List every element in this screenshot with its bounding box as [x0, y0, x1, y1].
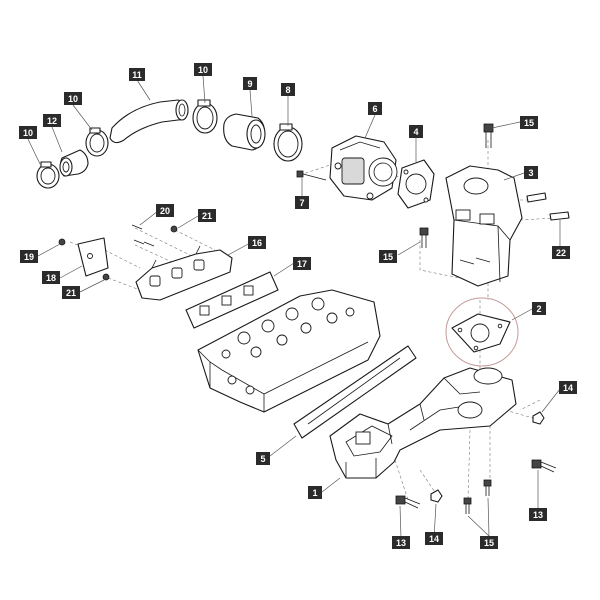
tag-label: 2 — [536, 304, 541, 314]
tag-label: 12 — [47, 116, 57, 126]
tag-15c: 15 — [480, 536, 498, 549]
bolt-part-13-right — [531, 459, 557, 473]
head-gasket-part-5 — [293, 345, 417, 439]
tag-10b: 10 — [64, 92, 82, 105]
sleeve-part-12 — [59, 149, 89, 177]
nut-part-21-lower — [102, 273, 110, 281]
tag-label: 15 — [484, 538, 494, 548]
tag-label: 21 — [202, 211, 212, 221]
tag-14a: 14 — [559, 381, 577, 394]
tag-label: 6 — [372, 104, 377, 114]
tag-4: 4 — [409, 125, 423, 138]
tag-18: 18 — [42, 271, 60, 284]
tag-10a: 10 — [194, 63, 212, 76]
bracket-part-3 — [445, 165, 523, 287]
nut-part-14-bottom — [430, 489, 443, 503]
studs-part-22 — [526, 192, 570, 221]
intake-manifold-part-1 — [329, 367, 517, 479]
tag-label: 10 — [198, 65, 208, 75]
tag-9: 9 — [243, 77, 257, 90]
exhaust-manifold-part-16 — [135, 245, 233, 301]
tag-13a: 13 — [392, 536, 410, 549]
tag-label: 7 — [299, 198, 304, 208]
tag-13b: 13 — [529, 508, 547, 521]
tag-label: 1 — [312, 488, 317, 498]
tag-label: 18 — [46, 273, 56, 283]
studs-part-20 — [131, 224, 155, 247]
bolt-part-13-bottom — [395, 495, 421, 509]
bolt-part-15-middle — [419, 227, 429, 248]
tag-label: 14 — [429, 534, 439, 544]
tag-21a: 21 — [198, 209, 216, 222]
tag-label: 5 — [260, 454, 265, 464]
tag-label: 9 — [247, 79, 252, 89]
tag-label: 13 — [533, 510, 543, 520]
tag-5: 5 — [256, 452, 270, 465]
tag-8: 8 — [281, 83, 295, 96]
gasket-part-2 — [445, 297, 519, 367]
tag-6: 6 — [368, 102, 382, 115]
throttle-body-part-6 — [329, 135, 398, 201]
tag-label: 21 — [66, 288, 76, 298]
bolt-part-15-top — [483, 123, 494, 148]
tag-label: 15 — [524, 118, 534, 128]
tag-label: 20 — [160, 206, 170, 216]
nut-part-21-upper — [170, 225, 178, 233]
tag-label: 14 — [563, 383, 573, 393]
tag-label: 10 — [68, 94, 78, 104]
tag-20: 20 — [156, 204, 174, 217]
tag-label: 4 — [413, 127, 418, 137]
tag-17: 17 — [293, 257, 311, 270]
nut-part-14-right — [532, 411, 545, 425]
clamp-part-8 — [273, 123, 303, 162]
tag-3: 3 — [524, 166, 538, 179]
tag-label: 15 — [383, 252, 393, 262]
tag-16: 16 — [248, 236, 266, 249]
tag-22: 22 — [552, 246, 570, 259]
tag-label: 11 — [132, 70, 142, 80]
hose-part-11 — [109, 99, 189, 144]
clamp-part-10-left — [36, 161, 60, 189]
cylinder-head — [197, 289, 381, 413]
tag-10c: 10 — [19, 126, 37, 139]
tag-label: 17 — [297, 259, 307, 269]
manifold-gasket-part-17 — [185, 271, 279, 329]
tag-15b: 15 — [379, 250, 397, 263]
clamp-part-10-top — [192, 99, 218, 134]
nut-part-19 — [58, 238, 66, 246]
tag-19: 19 — [20, 250, 38, 263]
tag-2: 2 — [532, 302, 546, 315]
tag-label: 19 — [24, 252, 34, 262]
tag-label: 10 — [23, 128, 33, 138]
tag-label: 13 — [396, 538, 406, 548]
tag-label: 8 — [285, 85, 290, 95]
clamp-part-10-middle — [85, 127, 109, 157]
coupler-part-9 — [223, 113, 266, 151]
tag-label: 22 — [556, 248, 566, 258]
tag-12: 12 — [43, 114, 61, 127]
gasket-part-4 — [397, 159, 435, 209]
tag-1: 1 — [308, 486, 322, 499]
tag-label: 16 — [252, 238, 262, 248]
cylinder-head-ports — [221, 297, 355, 395]
tag-14b: 14 — [425, 532, 443, 545]
tag-11: 11 — [129, 68, 145, 81]
tag-15a: 15 — [520, 116, 538, 129]
tag-21b: 21 — [62, 286, 80, 299]
leader-lines — [27, 75, 561, 539]
bolts-part-15-bottom — [463, 479, 492, 514]
tag-label: 3 — [528, 168, 533, 178]
heat-shield-part-18 — [77, 237, 109, 277]
bolt-part-7 — [296, 170, 327, 181]
tag-7: 7 — [295, 196, 309, 209]
